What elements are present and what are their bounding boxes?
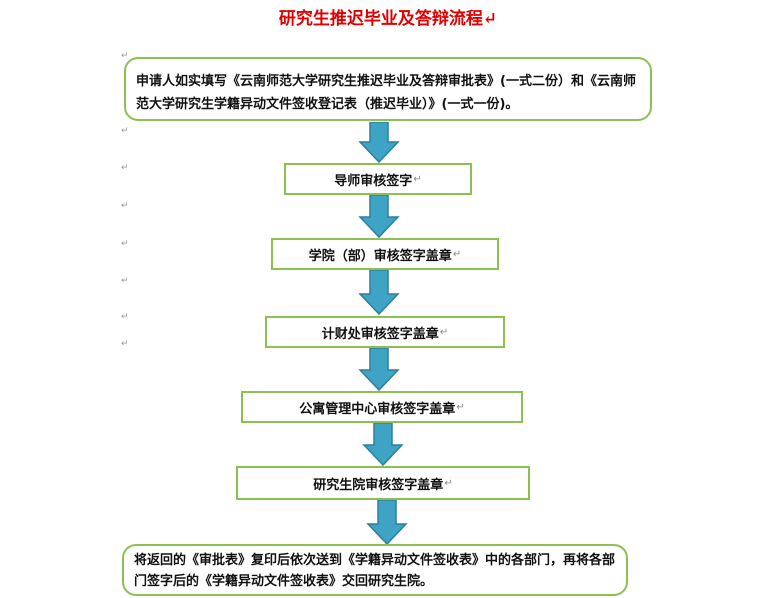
step-graduate-box: 研究生院审核签字盖章↵ — [236, 466, 530, 500]
step-apply-box: 申请人如实填写《云南师范大学研究生推迟毕业及答辩审批表》(一式二份）和《云南师范… — [124, 57, 652, 121]
down-arrow-icon — [358, 348, 400, 392]
step-finance-box: 计财处审核签字盖章↵ — [265, 316, 505, 348]
step-finance-text: 计财处审核签字盖章 — [321, 326, 439, 342]
paragraph-mark-icon: ↵ — [413, 173, 422, 185]
paragraph-mark-icon: ↵ — [121, 339, 129, 349]
paragraph-mark-icon: ↵ — [121, 126, 129, 136]
paragraph-mark-icon: ↵ — [121, 51, 129, 61]
paragraph-mark-icon: ↵ — [439, 326, 449, 338]
step-supervisor-text: 导师审核签字 — [334, 173, 413, 189]
down-arrow-icon — [366, 500, 408, 546]
paragraph-mark-icon: ↵ — [452, 248, 462, 260]
paragraph-mark-icon: ↵ — [121, 201, 129, 211]
paragraph-mark-icon: ↵ — [121, 239, 129, 249]
paragraph-mark-icon: ↵ — [121, 312, 129, 322]
step-supervisor-box: 导师审核签字↵ — [284, 163, 472, 195]
step-college-box: 学院（部）审核签字盖章↵ — [271, 238, 499, 270]
paragraph-mark-icon: ↵ — [121, 276, 129, 286]
step-apply-text: 申请人如实填写《云南师范大学研究生推迟毕业及答辩审批表》(一式二份）和《云南师范… — [136, 74, 636, 112]
page-title: 研究生推迟毕业及答辩流程↵ — [278, 9, 498, 29]
paragraph-mark-icon: ↵ — [444, 477, 453, 489]
down-arrow-icon — [358, 122, 400, 164]
paragraph-mark-icon: ↵ — [456, 401, 465, 413]
paragraph-mark-icon: ↵ — [482, 9, 498, 29]
step-return-box: 将返回的《审批表》复印后依次送到《学籍异动文件签收表》中的各部门，再将各部门签字… — [122, 544, 628, 596]
step-return-text: 将返回的《审批表》复印后依次送到《学籍异动文件签收表》中的各部门，再将各部门签字… — [134, 553, 616, 589]
step-college-text: 学院（部）审核签字盖章 — [308, 248, 452, 264]
down-arrow-icon — [358, 195, 400, 239]
down-arrow-icon — [358, 270, 400, 316]
step-graduate-text: 研究生院审核签字盖章 — [313, 477, 444, 493]
step-dorm-box: 公寓管理中心审核签字盖章↵ — [241, 391, 523, 423]
down-arrow-icon — [362, 423, 404, 467]
step-dorm-text: 公寓管理中心审核签字盖章 — [299, 401, 456, 417]
paragraph-mark-icon: ↵ — [121, 163, 129, 173]
